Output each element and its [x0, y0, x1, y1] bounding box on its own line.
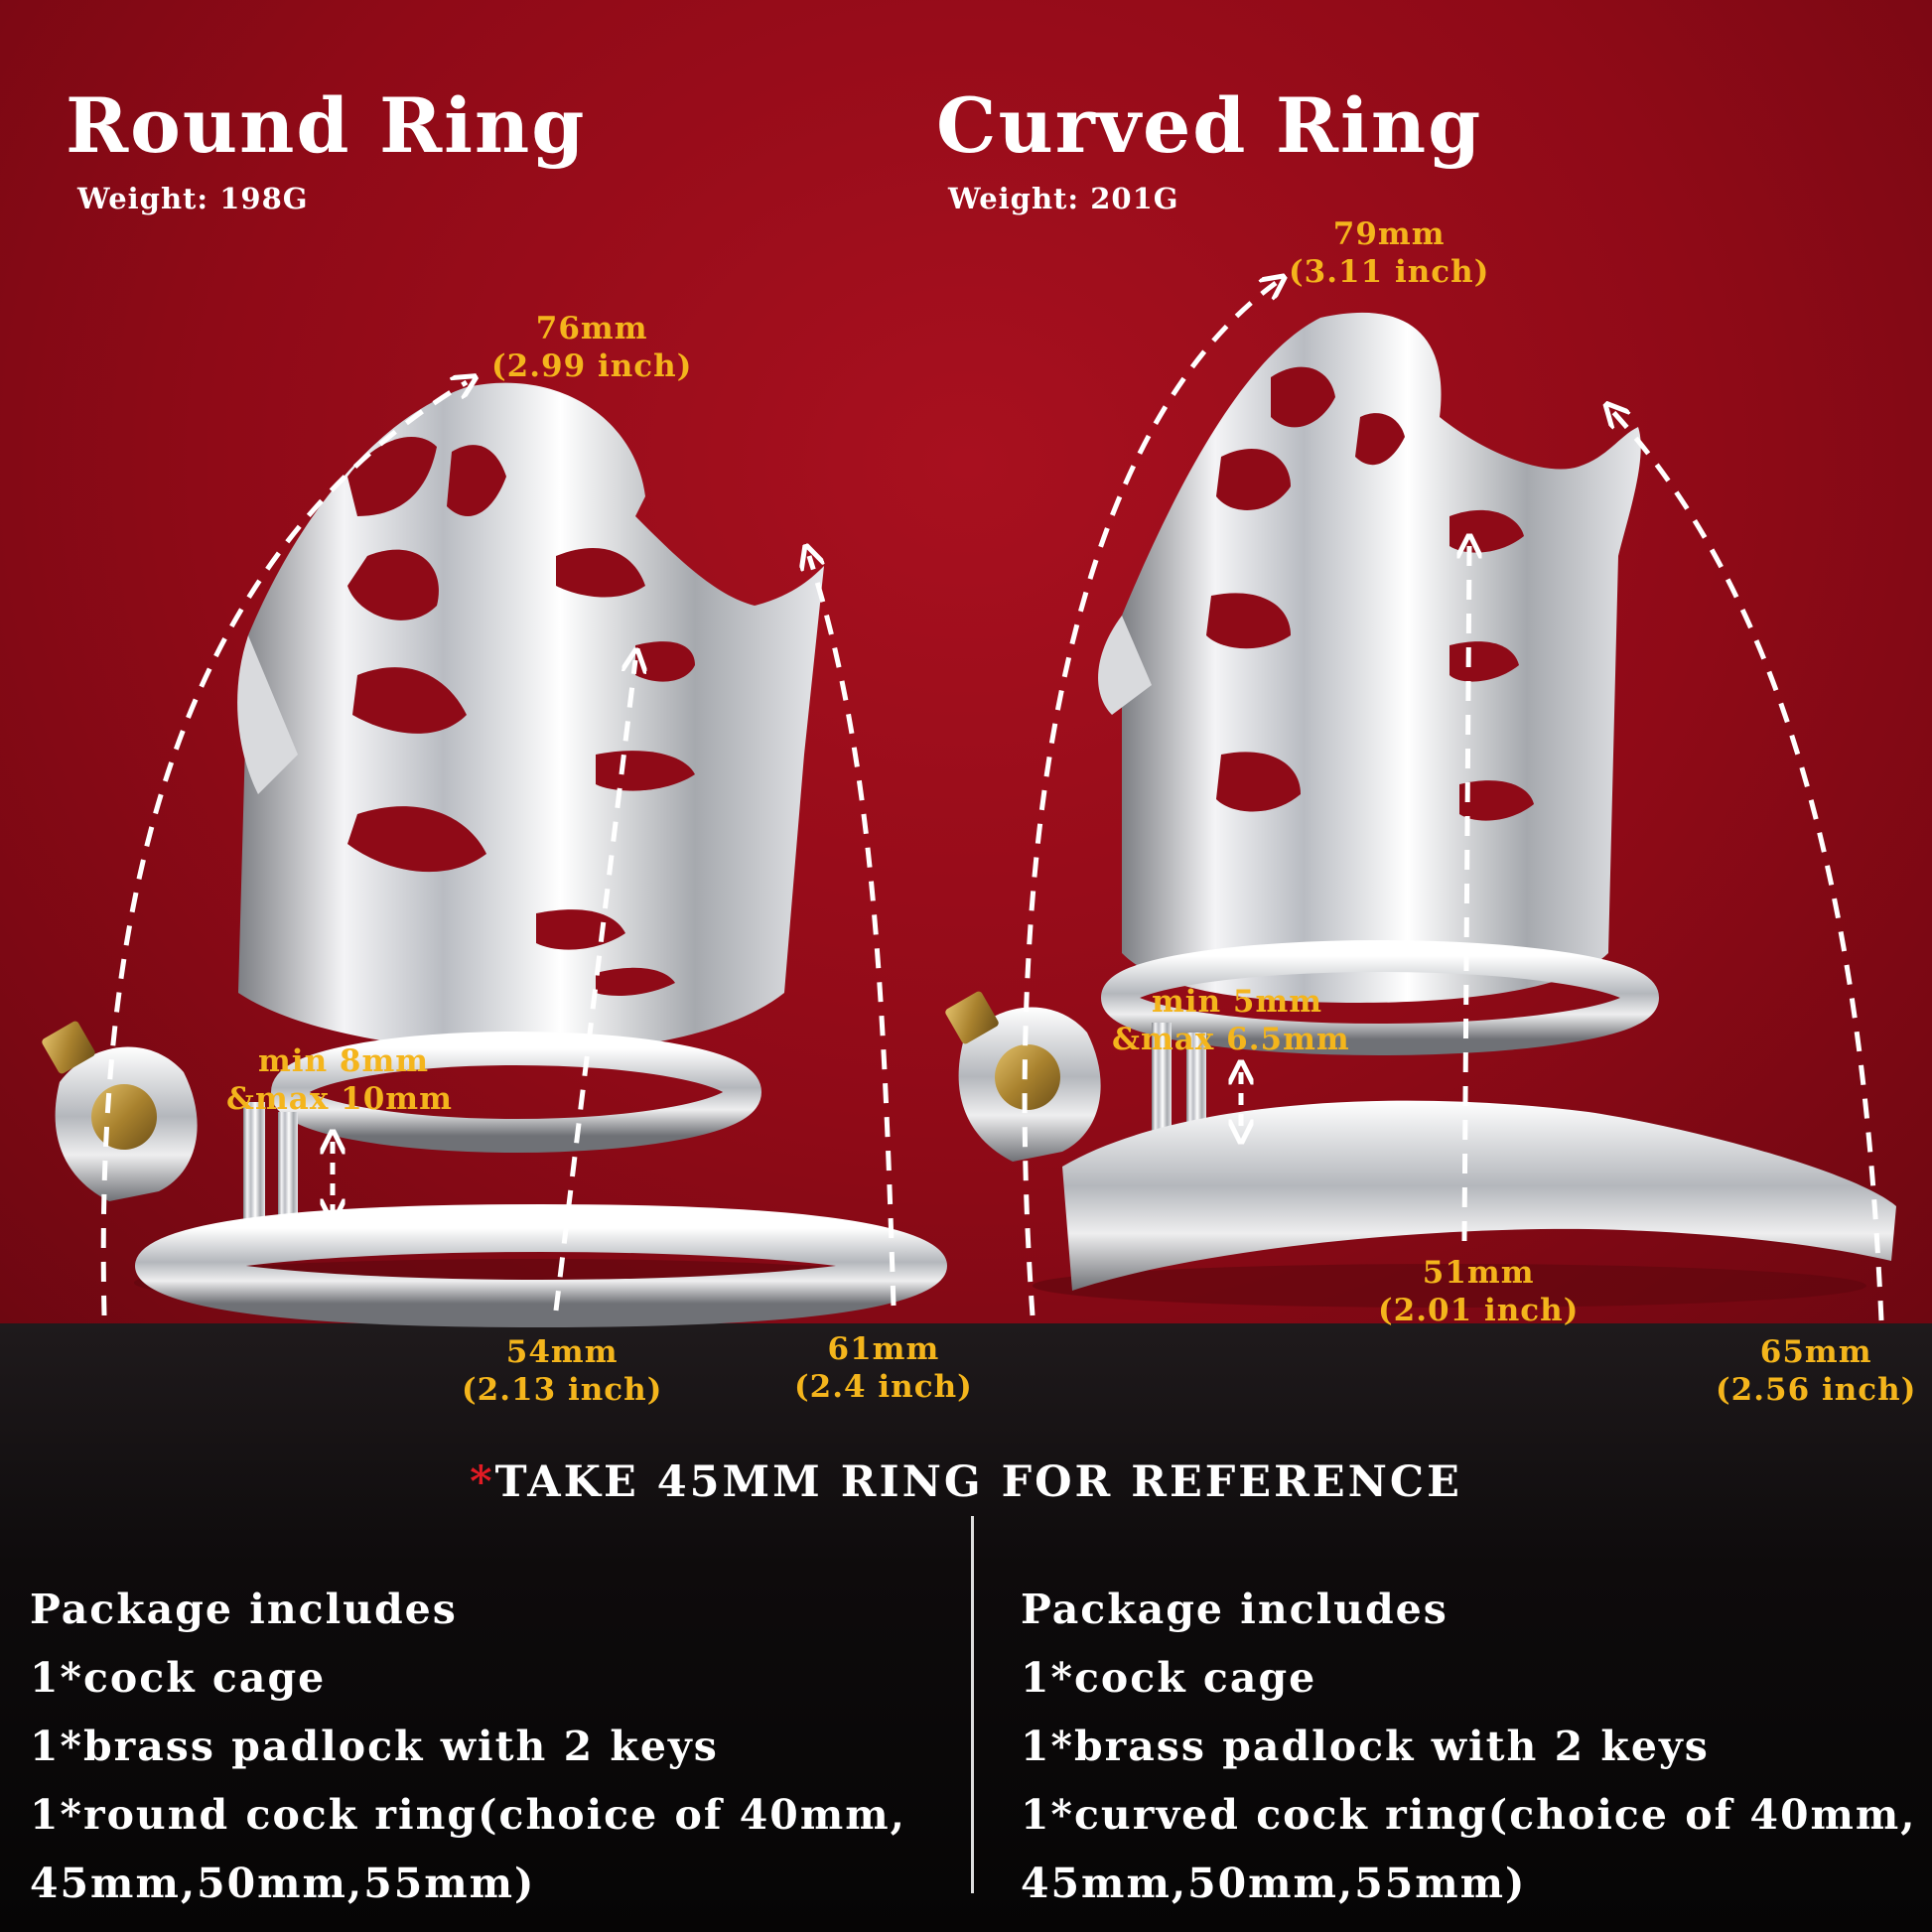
round-cage-illustration — [42, 382, 947, 1327]
round-inner-length-mm: 54mm — [505, 1334, 619, 1370]
round-package-item: 1*round cock ring(choice of 40mm, — [30, 1791, 906, 1839]
round-top-length-inch: (2.99 inch) — [491, 348, 693, 384]
round-top-length: 76mm (2.99 inch) — [491, 310, 692, 385]
curved-measurement-arrows — [1022, 283, 1884, 1321]
curved-top-length: 79mm (3.11 inch) — [1289, 215, 1489, 291]
round-measurement-arrows — [100, 382, 897, 1316]
round-package-item: 1*brass padlock with 2 keys — [30, 1723, 719, 1770]
column-divider — [971, 1516, 974, 1893]
round-outer-length-mm: 61mm — [827, 1331, 940, 1367]
curved-package-item: 1*cock cage — [1021, 1654, 1317, 1702]
curved-gap-max: &max 6.5mm — [1112, 1022, 1350, 1057]
curved-outer-length-mm: 65mm — [1759, 1334, 1872, 1370]
reference-note: *TAKE 45MM RING FOR REFERENCE — [0, 1457, 1932, 1507]
round-package-item: 45mm,50mm,55mm) — [30, 1860, 536, 1907]
round-inner-length: 54mm (2.13 inch) — [462, 1333, 662, 1409]
curved-outer-length: 65mm (2.56 inch) — [1716, 1333, 1916, 1409]
curved-gap-range: min 5mm &max 6.5mm — [1112, 983, 1350, 1058]
product-illustration — [42, 0, 1896, 1327]
round-gap-max: &max 10mm — [226, 1081, 453, 1117]
round-package-item: 1*cock cage — [30, 1654, 327, 1702]
curved-package-item: 1*curved cock ring(choice of 40mm, — [1021, 1791, 1917, 1839]
curved-package-heading: Package includes — [1021, 1586, 1449, 1633]
curved-package-item: 45mm,50mm,55mm) — [1021, 1860, 1527, 1907]
curved-ring-weight: Weight: 201G — [948, 182, 1179, 215]
curved-package-list: Package includes 1*cock cage 1*brass pad… — [1021, 1576, 1917, 1918]
round-gap-range: min 8mm &max 10mm — [226, 1042, 453, 1118]
reference-asterisk: * — [470, 1457, 495, 1507]
curved-inner-length: 51mm (2.01 inch) — [1378, 1254, 1579, 1329]
curved-inner-length-mm: 51mm — [1422, 1255, 1535, 1291]
curved-ring-title: Curved Ring — [936, 81, 1483, 170]
round-package-list: Package includes 1*cock cage 1*brass pad… — [30, 1576, 906, 1918]
round-outer-length: 61mm (2.4 inch) — [794, 1330, 973, 1406]
curved-outer-length-inch: (2.56 inch) — [1716, 1372, 1917, 1408]
info-panel — [0, 1323, 1932, 1932]
round-gap-min: min 8mm — [258, 1043, 430, 1079]
curved-inner-length-inch: (2.01 inch) — [1378, 1293, 1580, 1328]
curved-top-length-mm: 79mm — [1332, 216, 1446, 252]
reference-text: TAKE 45MM RING FOR REFERENCE — [494, 1457, 1462, 1507]
round-inner-length-inch: (2.13 inch) — [462, 1372, 663, 1408]
curved-gap-min: min 5mm — [1152, 984, 1323, 1020]
curved-package-item: 1*brass padlock with 2 keys — [1021, 1723, 1710, 1770]
round-outer-length-inch: (2.4 inch) — [794, 1369, 973, 1405]
curved-cage-illustration — [945, 312, 1896, 1308]
round-ring-weight: Weight: 198G — [77, 182, 309, 215]
curved-top-length-inch: (3.11 inch) — [1289, 254, 1490, 290]
round-package-heading: Package includes — [30, 1586, 458, 1633]
round-top-length-mm: 76mm — [535, 311, 648, 346]
round-ring-title: Round Ring — [66, 81, 587, 170]
